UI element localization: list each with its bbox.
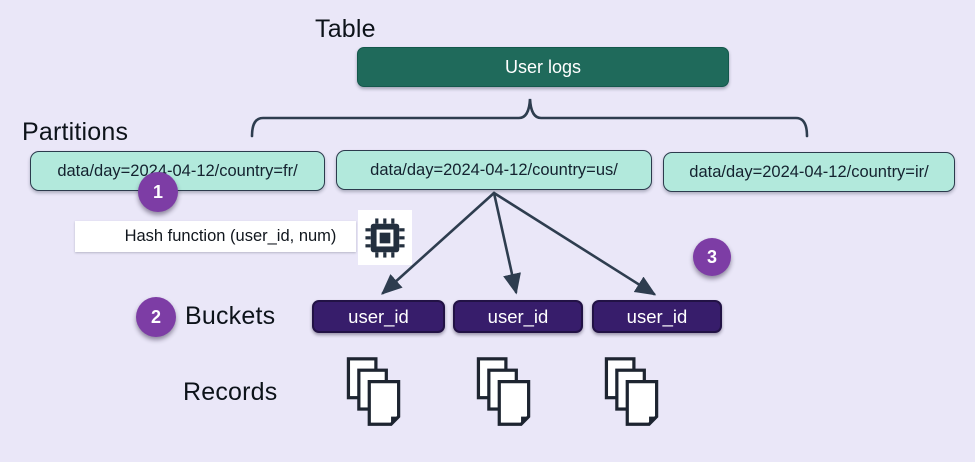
partition-box-us: data/day=2024-04-12/country=us/ [336, 150, 652, 190]
step-badge-2: 2 [136, 297, 176, 337]
document-stack-icon [604, 357, 659, 426]
partition-path-label: data/day=2024-04-12/country=us/ [370, 160, 618, 179]
bucket-key-label: user_id [348, 305, 409, 327]
partition-path-label: data/day=2024-04-12/country=fr/ [57, 161, 298, 180]
partition-box-ir: data/day=2024-04-12/country=ir/ [663, 152, 955, 192]
partitions-section-label: Partitions [22, 118, 129, 146]
table-section-label: Table [315, 15, 376, 43]
table-node-label: User logs [504, 56, 582, 77]
step-badge-3: 3 [693, 238, 731, 276]
table-node-user-logs: User logs [357, 47, 729, 87]
step-badge-number: 2 [150, 306, 161, 327]
bucket-key-label: user_id [487, 305, 549, 327]
hash-function-label-box: Hash function (user_id, num) [75, 221, 356, 252]
partition-path-label: data/day=2024-04-12/country=ir/ [689, 162, 929, 181]
bucket-key-label: user_id [626, 305, 688, 327]
table-to-partitions-brace [250, 98, 809, 138]
bucket-box-2: user_id [453, 300, 583, 333]
step-badge-1: 1 [138, 172, 178, 212]
partition-box-fr: data/day=2024-04-12/country=fr/ [30, 151, 325, 191]
step-badge-number: 1 [152, 181, 163, 202]
partition-to-bucket-arrow-right [492, 191, 657, 296]
partition-to-bucket-arrow-middle [492, 191, 521, 295]
bucket-box-3: user_id [592, 300, 722, 333]
document-stack-icon [476, 357, 531, 426]
chip-icon-glyph [365, 217, 405, 258]
hash-function-label: Hash function (user_id, num) [124, 227, 337, 245]
bucket-box-1: user_id [312, 300, 445, 333]
step-badge-number: 3 [706, 246, 717, 267]
buckets-section-label: Buckets [185, 302, 276, 330]
processor-chip-icon [358, 210, 412, 265]
document-stack-icon [346, 357, 401, 426]
records-section-label: Records [183, 378, 278, 406]
